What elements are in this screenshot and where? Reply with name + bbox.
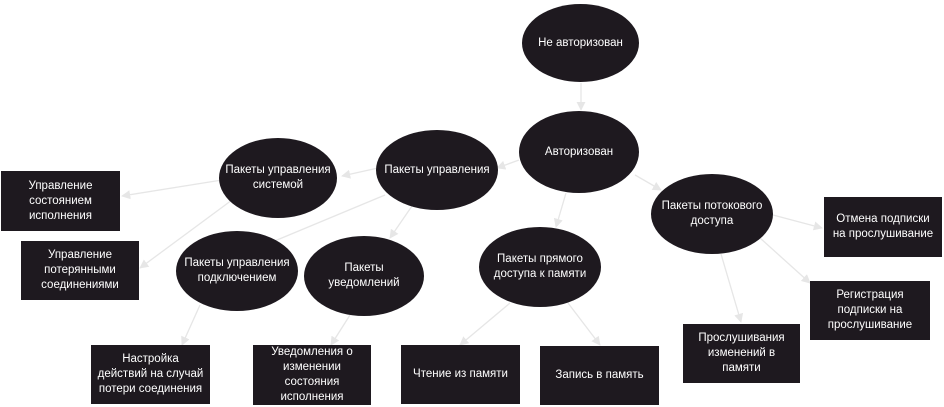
node-not-authorized: Не авторизован	[522, 4, 639, 82]
node-notifications: Пакеты уведомлений	[304, 236, 424, 316]
node-listen-changes: Прослушивания изменений в памяти	[683, 324, 800, 383]
edge-stream-access-to-subscribe	[759, 237, 811, 284]
node-system-mgmt: Пакеты управления системой	[219, 138, 337, 218]
edge-memory-access-to-mem-read	[459, 302, 511, 346]
edge-mgmt-to-conn-mgmt	[264, 194, 386, 247]
edge-authorized-to-stream-access	[634, 174, 662, 191]
edge-stream-access-to-listen-changes	[720, 253, 744, 323]
node-authorized: Авторизован	[519, 111, 639, 193]
node-lost-conn-mgmt: Управление потерянными соединениями	[21, 241, 139, 300]
node-state-change-notify: Уведомления о изменении состояния исполн…	[253, 345, 371, 405]
node-unsubscribe: Отмена подписки на прослушивание	[824, 197, 942, 257]
node-stream-access: Пакеты потокового доступа	[651, 174, 773, 254]
node-conn-loss-actions: Настройка действий на случай потери соед…	[91, 345, 210, 404]
edge-stream-access-to-unsubscribe	[772, 214, 823, 231]
node-mem-write: Запись в память	[540, 346, 659, 405]
edge-memory-access-to-mem-write	[567, 302, 601, 346]
node-conn-mgmt: Пакеты управления подключением	[176, 231, 298, 311]
node-mem-read: Чтение из памяти	[401, 345, 520, 404]
node-mgmt: Пакеты управления	[376, 130, 498, 210]
edge-authorized-to-memory-access	[553, 192, 567, 228]
edge-authorized-to-mgmt	[496, 159, 520, 170]
node-memory-access: Пакеты прямого доступа к памяти	[479, 227, 601, 307]
edge-conn-mgmt-to-conn-loss-actions	[181, 304, 201, 346]
node-state-mgmt: Управление состоянием исполнения	[1, 171, 120, 231]
edge-mgmt-to-system-mgmt	[341, 167, 379, 179]
edge-system-mgmt-to-lost-conn-mgmt	[139, 199, 233, 269]
node-subscribe: Регистрация подписки на прослушивание	[810, 281, 930, 340]
edge-notifications-to-state-change-notify	[330, 314, 351, 346]
edge-mgmt-to-notifications	[389, 205, 413, 239]
edge-system-mgmt-to-state-mgmt	[121, 179, 223, 200]
